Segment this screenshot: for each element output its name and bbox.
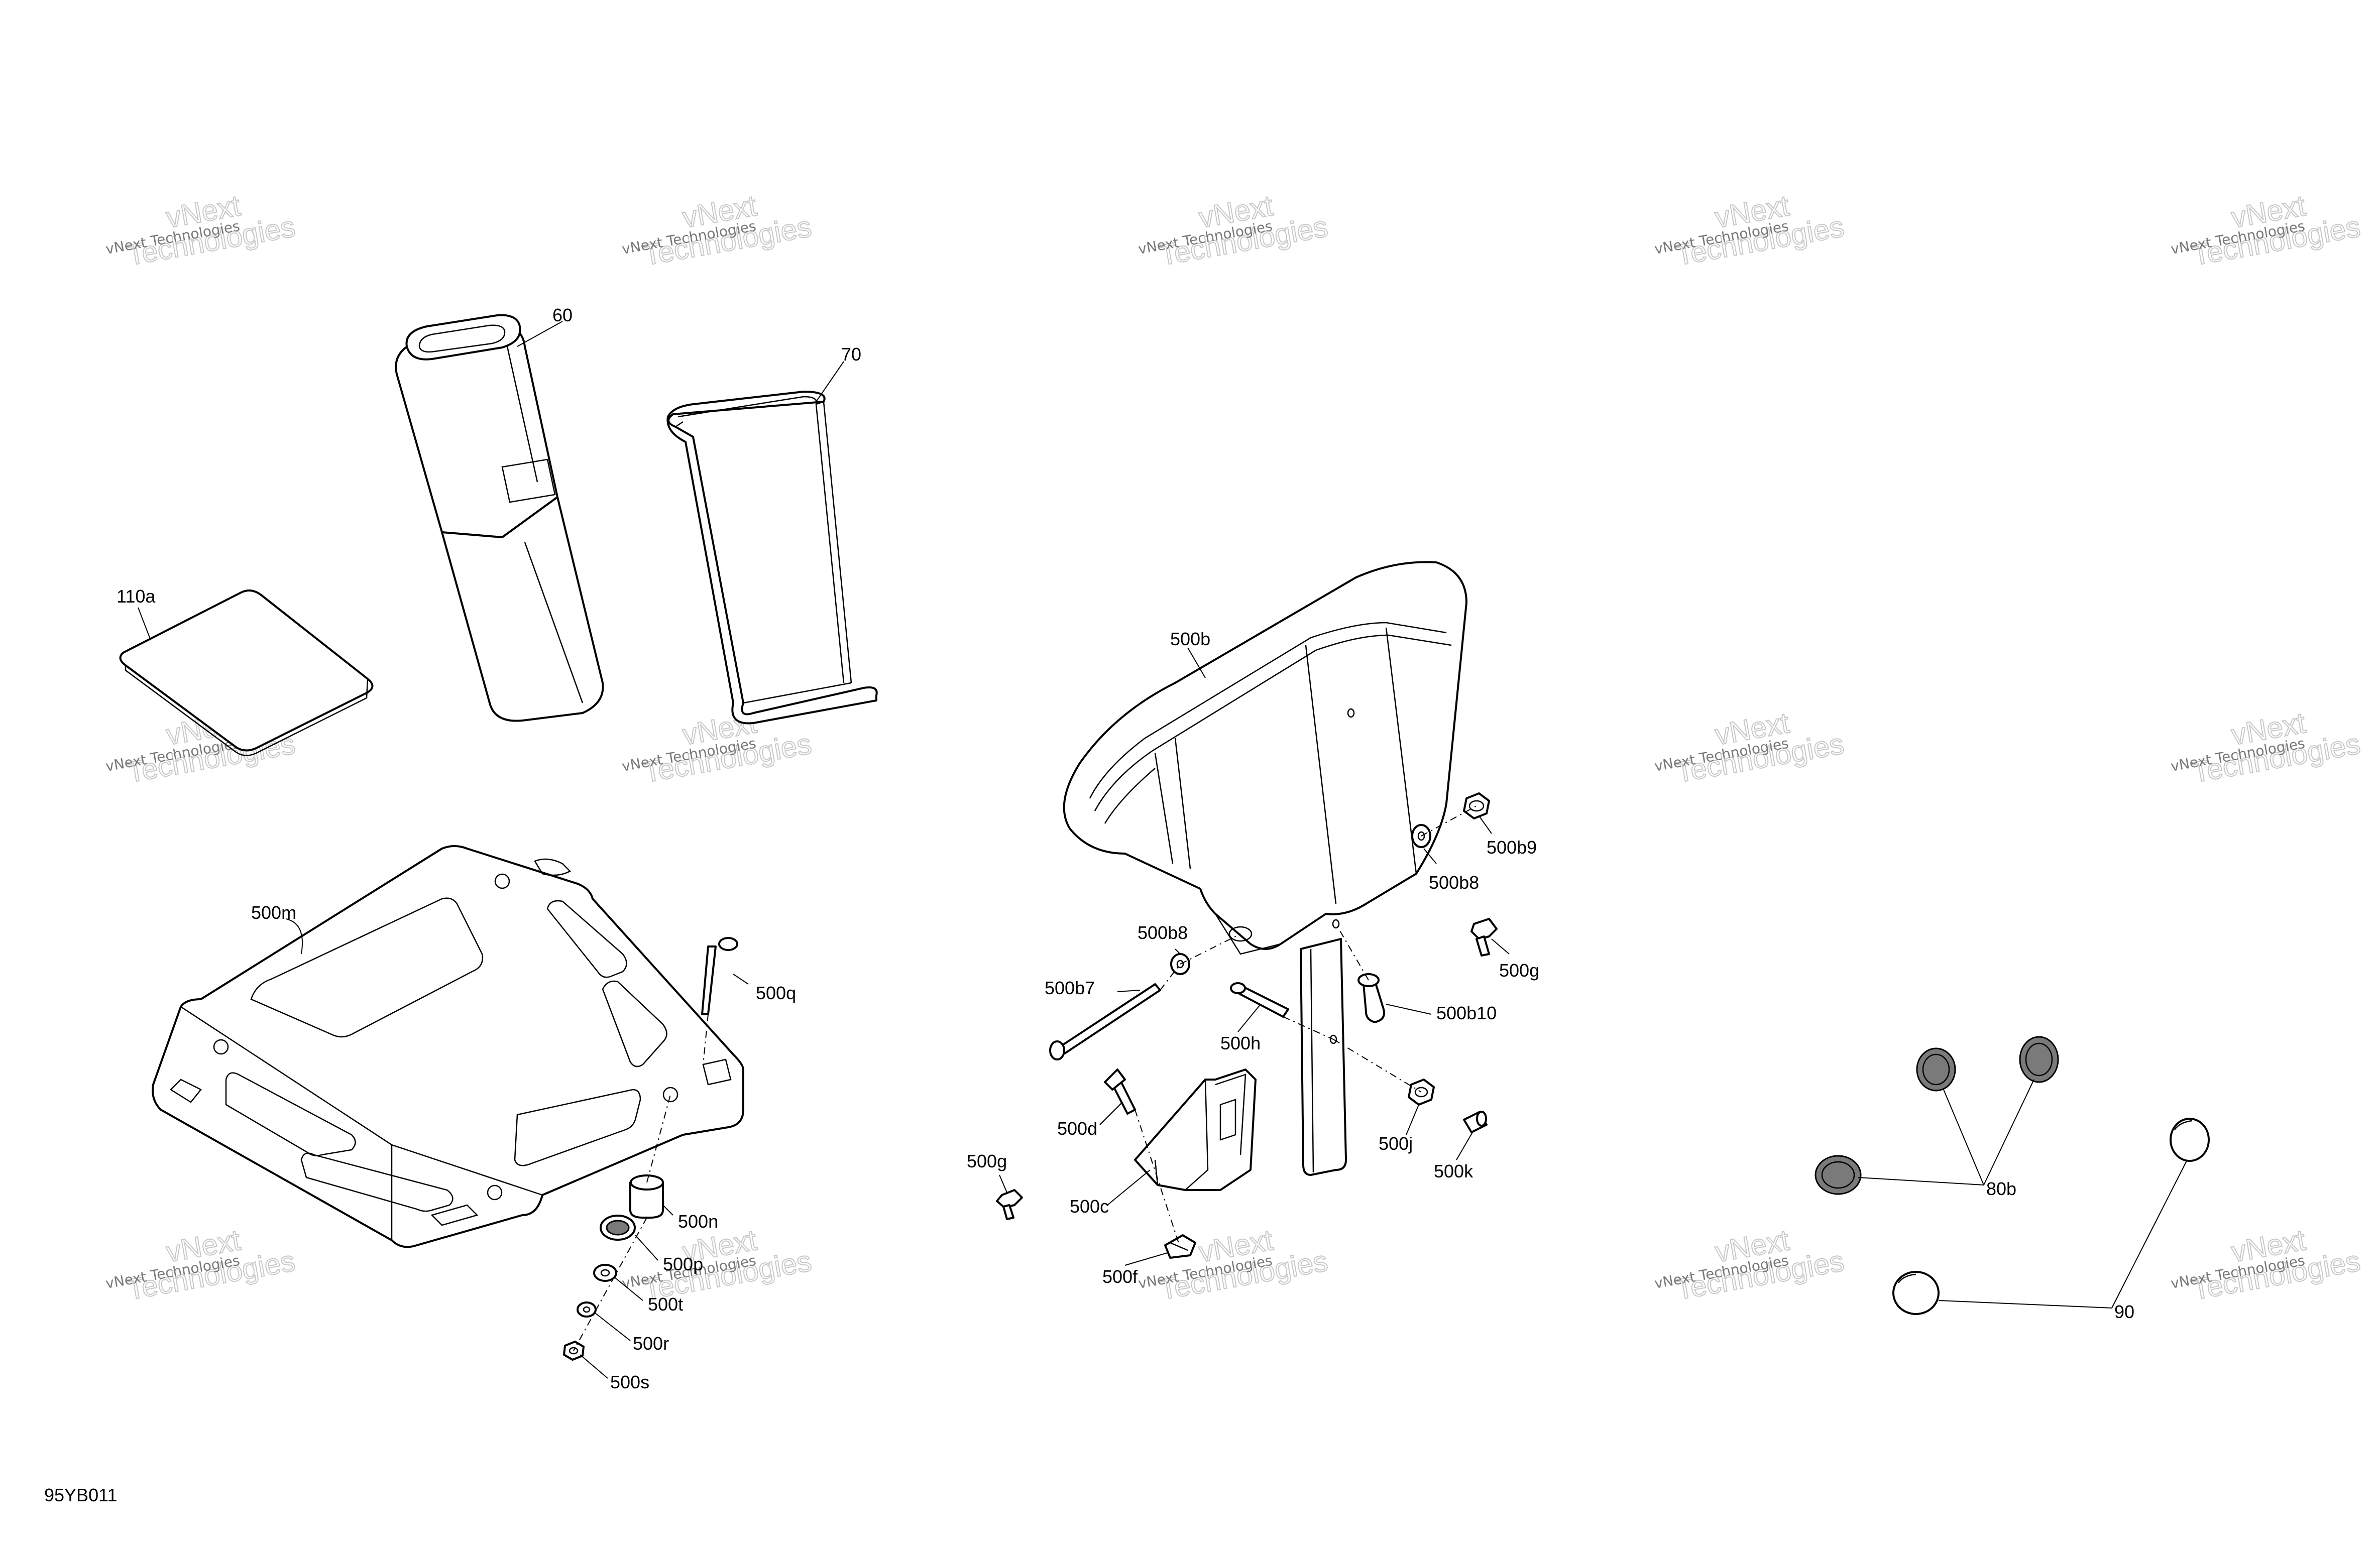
part-500t-washer[interactable] <box>593 1264 617 1282</box>
part-60-storage-tube[interactable] <box>395 314 604 722</box>
part-500m-rack-base[interactable] <box>152 845 744 1248</box>
callout-500b[interactable]: 500b <box>1170 629 1210 649</box>
callout-500b10[interactable]: 500b10 <box>1436 1003 1497 1023</box>
callout-500b8-right[interactable]: 500b8 <box>1429 872 1479 893</box>
callout-500k[interactable]: 500k <box>1434 1161 1474 1181</box>
callout-500j[interactable]: 500j <box>1379 1133 1413 1154</box>
part-90-cap-set[interactable] <box>1892 1118 2210 1315</box>
callout-500s[interactable]: 500s <box>610 1372 649 1392</box>
part-70-wire-frame[interactable] <box>666 391 878 725</box>
callout-500p[interactable]: 500p <box>663 1254 703 1274</box>
callout-500r[interactable]: 500r <box>633 1333 669 1354</box>
part-500h-pin[interactable] <box>1230 982 1289 1018</box>
figure-id: 95YB011 <box>44 1485 117 1505</box>
part-500b10-bolt[interactable] <box>1357 973 1385 1023</box>
callout-60[interactable]: 60 <box>552 305 573 325</box>
leader-lines <box>138 321 2188 1379</box>
callout-500b7[interactable]: 500b7 <box>1045 978 1095 998</box>
part-500r-washer[interactable] <box>577 1301 597 1318</box>
callout-70[interactable]: 70 <box>841 344 861 365</box>
part-500g-screw-right[interactable] <box>1470 918 1498 957</box>
part-500p-grommet[interactable] <box>600 1215 636 1241</box>
callout-90[interactable]: 90 <box>2114 1301 2134 1322</box>
assembly-lines <box>573 805 1477 1351</box>
part-500g-screw-left[interactable] <box>996 1189 1023 1220</box>
callout-500q[interactable]: 500q <box>756 983 796 1003</box>
callout-500t[interactable]: 500t <box>648 1294 683 1315</box>
part-500b-backrest[interactable] <box>1063 561 1467 1176</box>
callout-500c[interactable]: 500c <box>1070 1196 1109 1217</box>
callout-500m[interactable]: 500m <box>251 902 296 923</box>
callout-110a[interactable]: 110a <box>117 586 156 607</box>
callout-500b8-left[interactable]: 500b8 <box>1138 922 1188 943</box>
callout-500f[interactable]: 500f <box>1102 1266 1138 1287</box>
callout-500g-left[interactable]: 500g <box>967 1151 1007 1171</box>
callout-500g-right[interactable]: 500g <box>1499 960 1539 981</box>
part-500b9-nut[interactable] <box>1463 792 1490 819</box>
part-500c-bracket[interactable] <box>1134 1069 1257 1191</box>
callout-80b[interactable]: 80b <box>1986 1178 2016 1199</box>
part-110a-pad[interactable] <box>119 589 374 756</box>
part-500q-bolt[interactable] <box>701 937 738 1015</box>
callout-labels: 60 70 110a 500b 500b9 500b8 500g 500b8 5… <box>117 305 2134 1392</box>
callout-500n[interactable]: 500n <box>678 1211 718 1232</box>
part-500d-screw[interactable] <box>1104 1069 1136 1115</box>
callout-500b9[interactable]: 500b9 <box>1487 837 1537 858</box>
part-500k-pin[interactable] <box>1463 1111 1488 1133</box>
callout-500d[interactable]: 500d <box>1057 1118 1097 1139</box>
part-80b-cap-set[interactable] <box>1815 1036 2059 1195</box>
callout-500h[interactable]: 500h <box>1220 1033 1261 1053</box>
